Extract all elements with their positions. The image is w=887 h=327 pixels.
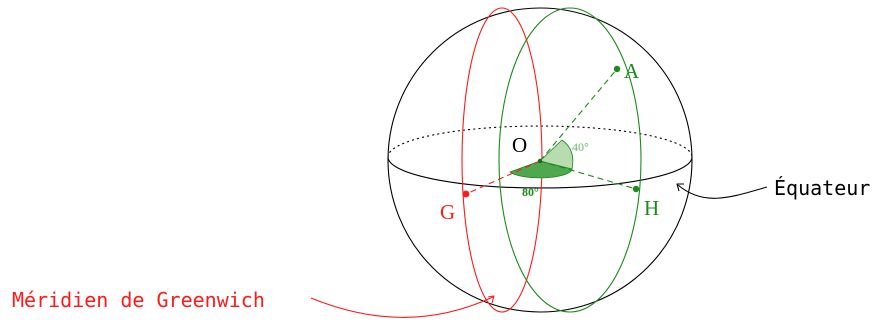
equator-arrow <box>677 184 768 199</box>
greenwich-meridian <box>461 7 543 313</box>
equator-arrowhead-icon <box>676 183 684 192</box>
equator-back-arc <box>387 125 693 158</box>
equator-label: Équateur <box>774 176 870 200</box>
greenwich-label: Méridien de Greenwich <box>12 288 265 312</box>
equator-front-arc <box>387 156 693 189</box>
greenwich-arrow <box>310 296 494 318</box>
label-o: O <box>512 133 527 157</box>
point-g <box>462 190 470 198</box>
point-o <box>537 158 543 164</box>
radius-og <box>465 160 541 195</box>
radius-oh <box>539 160 637 190</box>
angle-label-longitude: 80° <box>522 185 539 199</box>
greenwich-arrowhead-icon <box>487 295 495 304</box>
label-a: A <box>624 59 640 83</box>
meridian-a <box>498 7 642 313</box>
label-h: H <box>644 196 659 220</box>
sphere-outline <box>387 7 693 313</box>
latitude-angle-sector <box>539 139 574 170</box>
point-h <box>632 185 640 193</box>
angle-label-latitude: 40° <box>572 140 589 154</box>
label-g: G <box>440 200 455 224</box>
point-a <box>613 65 621 73</box>
